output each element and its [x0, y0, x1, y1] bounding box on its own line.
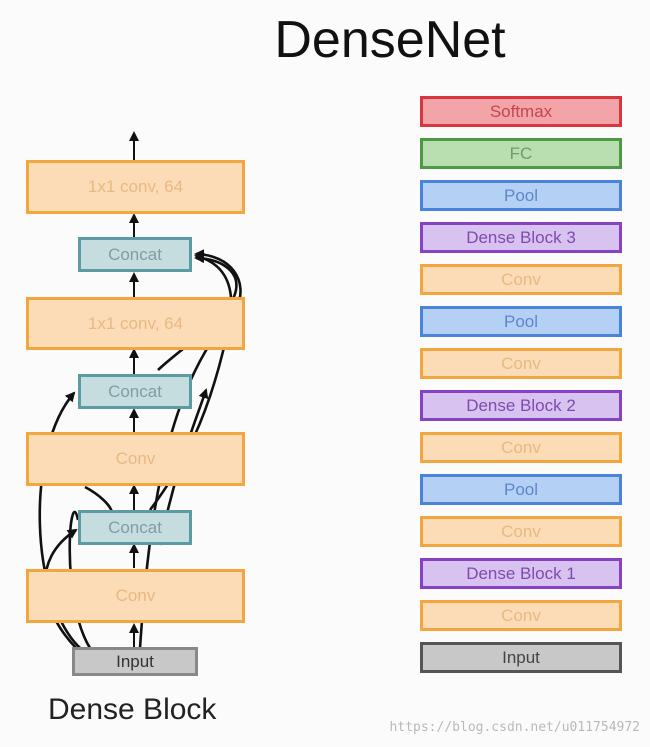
stack-conv1-label: Conv [501, 605, 541, 625]
stack-conv4-box: Conv [420, 348, 622, 379]
stack-conv2-box: Conv [420, 516, 622, 547]
dense-input-label: Input [116, 651, 154, 671]
stack-pool1-box: Pool [420, 474, 622, 505]
stack-pool1-label: Pool [503, 479, 539, 499]
dense-conv1-box: Conv [26, 569, 245, 623]
stack-dense-block3-label: Dense Block 3 [466, 227, 576, 247]
stack-input-box: Input [420, 642, 622, 673]
stack-fc-label: FC [509, 143, 533, 163]
dense-1x1conv-a-label: 1x1 conv, 64 [87, 313, 184, 333]
dense-1x1conv-b-label: 1x1 conv, 64 [87, 177, 184, 196]
skip-input-left-loop [68, 510, 92, 649]
dense-input-box: Input [72, 647, 198, 676]
stack-dense-block2-label: Dense Block 2 [466, 395, 576, 415]
stack-conv5-label: Conv [501, 269, 541, 289]
stack-dense-block1-box: Dense Block 1 [420, 558, 622, 589]
dense-concat2-box: Concat [78, 374, 192, 409]
dense-1x1conv-b-box: 1x1 conv, 64 [26, 160, 245, 214]
dense-concat2-label: Concat [108, 381, 162, 401]
skip-conv2-stub [84, 485, 114, 513]
stack-conv4-label: Conv [501, 353, 541, 373]
dense-concat1-label: Concat [108, 517, 162, 537]
dense-block-caption: Dense Block [48, 693, 217, 726]
stack-dense-block3-box: Dense Block 3 [420, 222, 622, 253]
stack-conv3-label: Conv [501, 437, 541, 457]
stack-pool3-label: Pool [503, 185, 539, 205]
stack-pool2-box: Pool [420, 306, 622, 337]
stack-dense-block1-label: Dense Block 1 [466, 563, 576, 583]
dense-conv1-label: Conv [115, 586, 156, 605]
stack-conv1-box: Conv [420, 600, 622, 631]
skip-input-to-concat2 [38, 391, 81, 649]
dense-concat3-box: Concat [78, 237, 192, 272]
stack-fc-box: FC [420, 138, 622, 169]
watermark: https://blog.csdn.net/u011754972 [389, 720, 640, 735]
stack-softmax-label: Softmax [489, 101, 553, 121]
skip-input-to-concat3 [138, 249, 242, 649]
stack-pool3-box: Pool [420, 180, 622, 211]
dense-concat1-box: Concat [78, 510, 192, 545]
stack-conv3-box: Conv [420, 432, 622, 463]
stack-dense-block2-box: Dense Block 2 [420, 390, 622, 421]
dense-1x1conv-a-box: 1x1 conv, 64 [26, 297, 245, 350]
stack-softmax-box: Softmax [420, 96, 622, 127]
stack-conv5-box: Conv [420, 264, 622, 295]
dense-conv2-box: Conv [26, 432, 245, 486]
stack-input-label: Input [502, 647, 540, 667]
stack-pool2-label: Pool [503, 311, 539, 331]
dense-conv2-label: Conv [115, 449, 156, 468]
diagram-title: DenseNet [274, 11, 506, 69]
dense-concat3-label: Concat [108, 244, 162, 264]
stack-conv2-label: Conv [501, 521, 541, 541]
